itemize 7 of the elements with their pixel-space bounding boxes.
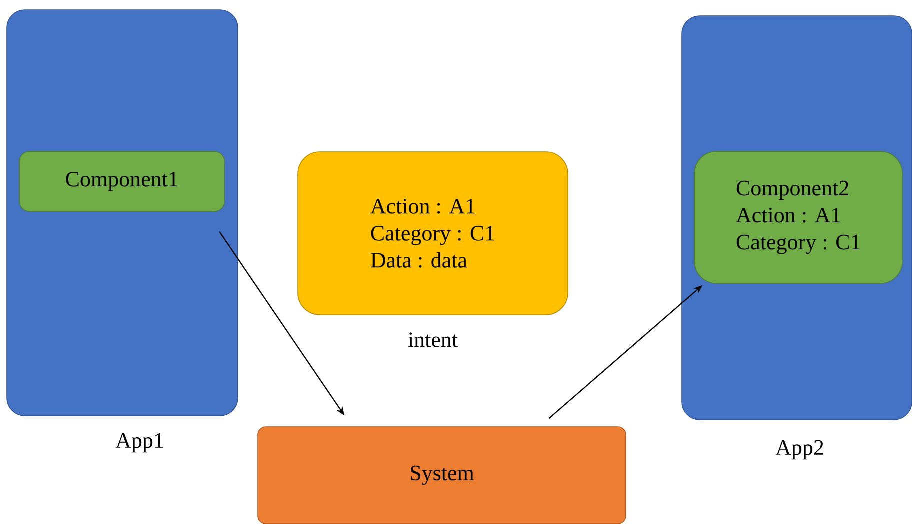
text-box: System bbox=[258, 426, 626, 524]
caption-text: intent bbox=[408, 332, 458, 348]
text-box: Action : A1 Category : C1 Data : data bbox=[298, 152, 568, 316]
text-box: Component2 Action : A1 Category : C1 bbox=[694, 151, 903, 284]
caption-text: App2 bbox=[776, 440, 824, 460]
caption-text: App1 bbox=[116, 433, 164, 453]
text-box: Component1 bbox=[19, 151, 226, 212]
